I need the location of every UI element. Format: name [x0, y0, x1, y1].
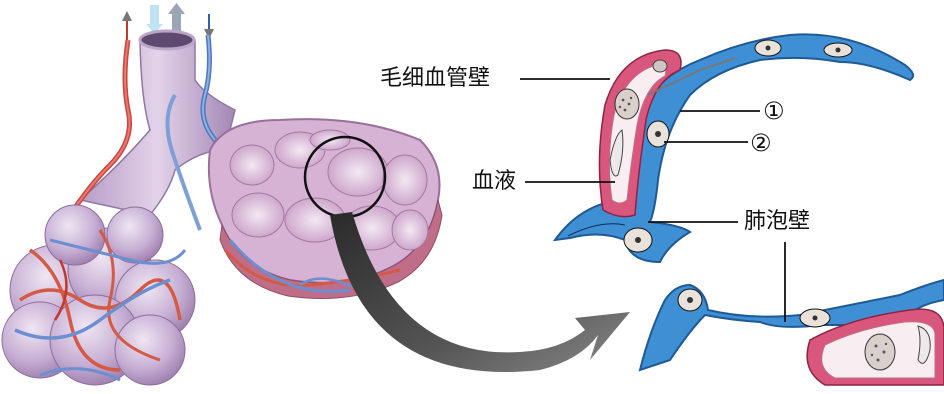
- alveolar-cluster: [2, 205, 195, 385]
- label-blood: 血液: [472, 171, 516, 193]
- label-marker-1: ①: [763, 99, 785, 123]
- label-alveolar-wall: 肺泡壁: [744, 211, 810, 233]
- alveolar-sac-section: [209, 119, 442, 298]
- label-capillary-wall: 毛细血管壁: [380, 68, 490, 90]
- bronchiole-illustration: [2, 3, 630, 385]
- label-marker-2: ②: [750, 131, 772, 155]
